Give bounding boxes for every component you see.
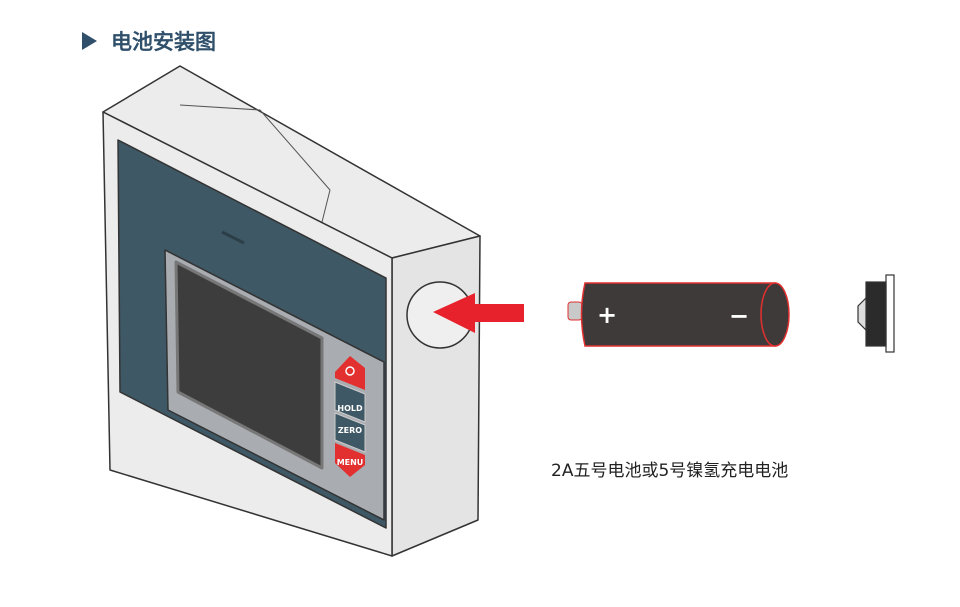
- positive-label: +: [597, 301, 617, 329]
- hold-button[interactable]: [334, 381, 366, 423]
- section-title-text: 电池安装图: [111, 30, 216, 54]
- battery-caption: 2A五号电池或5号镍氢充电电池: [551, 461, 789, 481]
- zero-button[interactable]: [334, 412, 366, 453]
- hold-label: HOLD: [337, 404, 363, 413]
- menu-button[interactable]: [335, 443, 365, 477]
- device: [102, 65, 481, 557]
- menu-label: MENU: [337, 458, 364, 467]
- battery: + −: [567, 282, 790, 347]
- section-title: 电池安装图: [82, 26, 216, 56]
- insert-arrow-icon: [433, 293, 524, 333]
- power-button[interactable]: [335, 356, 365, 390]
- power-icon: [345, 366, 355, 376]
- battery-cap: [857, 274, 895, 353]
- triangle-bullet-icon: [82, 32, 97, 50]
- device-buttons: HOLD ZERO MENU: [334, 356, 366, 477]
- device-display: [174, 260, 324, 470]
- negative-label: −: [729, 302, 749, 330]
- zero-label: ZERO: [338, 426, 362, 435]
